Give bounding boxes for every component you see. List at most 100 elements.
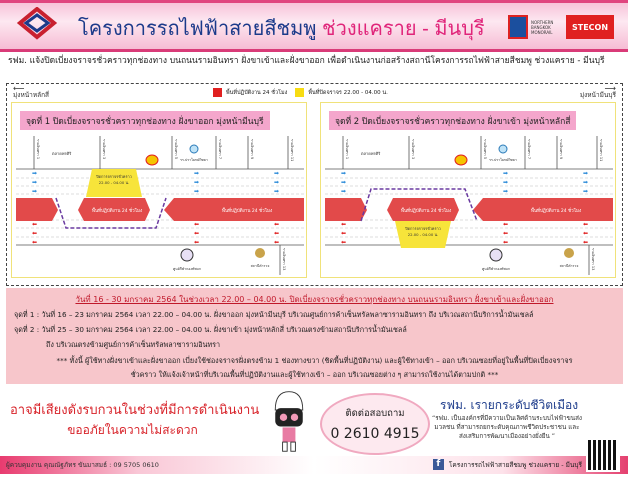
traffic-arrow-left-icon: ⬅ [341, 239, 346, 246]
work-zone [16, 198, 58, 221]
traffic-arrow-left-icon: ⬅ [503, 221, 508, 228]
point-2-cont: ถึง บริเวณตรงข้ามศูนย์การค้าเซ็นทรัลพลาซ… [46, 340, 221, 349]
qr-code[interactable] [586, 438, 620, 472]
closure-zone [395, 221, 451, 248]
traffic-arrow-left-icon: ⬅ [194, 230, 199, 237]
map-panel-1: รามอินทรา 1 รามอินทรา 3 รามอินทรา 5 รามอินท… [11, 102, 307, 278]
noise-warning: อาจมีเสียงดังรบกวนในช่วงที่มีการดำเนินงา… [10, 403, 260, 418]
traffic-arrow-left-icon: ⬅ [341, 221, 346, 228]
apology: ขออภัยในความไม่สะดวก [67, 423, 198, 437]
detour-path [360, 188, 478, 222]
traffic-arrow-left-icon: ⬅ [32, 239, 37, 246]
soi-label: รามอินทรา 1 [345, 139, 349, 159]
detour-path [55, 197, 167, 229]
landmark-market: ตลาดพรศิริ [52, 151, 72, 156]
note-line-1: *** ทั้งนี้ ผู้ใช้ทางฝั่งขาเข้าและฝั่งขา… [56, 356, 573, 365]
road-map-1: รามอินทรา 1 รามอินทรา 3 รามอินทรา 5 รามอินท… [16, 136, 304, 275]
traffic-arrow-right-icon: ➡ [583, 170, 588, 177]
soi-label: รามอินทรา 11 [290, 139, 294, 161]
traffic-arrow-left-icon: ⬅ [583, 239, 588, 246]
soi-label: รามอินทรา 9 [559, 139, 563, 159]
traffic-arrow-left-icon: ⬅ [503, 239, 508, 246]
school-icon [498, 144, 508, 154]
traffic-arrow-right-icon: ➡ [583, 188, 588, 195]
legend-work: พื้นที่ปฏิบัติงาน 24 ชั่วโมง [213, 88, 287, 97]
info-title: วันที่ 16 - 30 มกราคม 2564 ในช่วงเวลา 22… [75, 295, 554, 304]
traffic-arrow-right-icon: ➡ [341, 179, 346, 186]
traffic-arrow-right-icon: ➡ [503, 188, 508, 195]
soi-label: รามอินทรา 13 [282, 248, 286, 270]
panel-title: จุดที่ 2 ปิดเบี่ยงจราจรชั่วคราวทุกช่องทา… [329, 111, 577, 130]
landmark-center: ศูนย์กีฬากองทัพบก [482, 266, 510, 271]
traffic-arrow-right-icon: ➡ [194, 170, 199, 177]
soi-label: รามอินทรา 3 [411, 139, 415, 159]
traffic-arrow-right-icon: ➡ [583, 179, 588, 186]
station-icon [564, 248, 574, 258]
station-icon [255, 248, 265, 258]
traffic-arrow-right-icon: ➡ [503, 170, 508, 177]
traffic-arrow-right-icon: ➡ [194, 179, 199, 186]
traffic-arrow-left-icon: ⬅ [274, 230, 279, 237]
traffic-arrow-right-icon: ➡ [341, 170, 346, 177]
mascot-image [274, 391, 304, 452]
center-icon [180, 248, 194, 262]
traffic-arrow-left-icon: ⬅ [274, 221, 279, 228]
closure-label: ปิดการจราจรชั่วคราว [404, 226, 441, 231]
work-zone [387, 198, 459, 221]
landmark-school: รร.ปราโมทย์วิทยา [180, 157, 208, 162]
closure-time: 22.00 - 04.00 น. [408, 232, 439, 237]
legend: พื้นที่ปฏิบัติงาน 24 ชั่วโมง พื้นที่ปิดจ… [213, 88, 388, 97]
soi-label: รามอินทรา 3 [102, 139, 106, 159]
traffic-arrow-left-icon: ⬅ [32, 221, 37, 228]
soi-label: รามอินทรา 11 [599, 139, 603, 161]
work-zone-label: พื้นที่ปฏิบัติงาน 24 ชั่วโมง [222, 207, 272, 214]
traffic-arrow-right-icon: ➡ [32, 179, 37, 186]
page-title: โครงการรถไฟฟ้าสายสีชมพู ช่วงแคราย - มีนบ… [78, 18, 485, 40]
work-zone [164, 198, 304, 221]
landmark-school: รร.ปราโมทย์วิทยา [489, 157, 517, 162]
center-icon [489, 248, 503, 262]
note-line-2: ชั่วคราว ให้แจ้งเจ้าหน้าที่บริเวณพื้นที่… [130, 370, 499, 379]
mrta-logo [16, 7, 58, 40]
closure-time: 22.00 - 04.00 น. [99, 180, 130, 185]
traffic-arrow-right-icon: ➡ [32, 170, 37, 177]
footer-strip [0, 456, 628, 474]
slogan-title: รฟม. เรายกระดับชีวิตเมือง [440, 398, 579, 412]
landmark-market: ตลาดพรศิริ [361, 151, 381, 156]
soi-label: รามอินทรา 5 [174, 139, 178, 159]
landmark-station: สถานีตำรวจ [560, 263, 579, 268]
traffic-arrow-left-icon: ⬅ [274, 239, 279, 246]
traffic-arrow-left-icon: ⬅ [194, 221, 199, 228]
soi-label: รามอินทรา 7 [218, 139, 222, 159]
traffic-arrow-left-icon: ⬅ [32, 230, 37, 237]
slogan: “รฟม. เป็นองค์กรที่มีความเป็นเลิศด้านระบ… [432, 415, 583, 440]
closure-label: ปิดการจราจรชั่วคราว [95, 174, 132, 179]
contact-bubble: ติดต่อสอบถาม 0 2610 4915 [320, 393, 430, 455]
direction-right: ⟶มุ่งหน้ามีนบุรี [579, 84, 616, 99]
traffic-arrow-right-icon: ➡ [194, 188, 199, 195]
traffic-arrow-right-icon: ➡ [274, 188, 279, 195]
work-zone-label: พื้นที่ปฏิบัติงาน 24 ชั่วโมง [401, 207, 451, 214]
soi-label: รามอินทรา 1 [36, 139, 40, 159]
panel-title: จุดที่ 1 ปิดเบี่ยงจราจรชั่วคราวทุกช่องทา… [20, 111, 270, 130]
traffic-arrow-left-icon: ⬅ [583, 230, 588, 237]
traffic-arrow-left-icon: ⬅ [583, 221, 588, 228]
work-zone-label: พื้นที่ปฏิบัติงาน 24 ชั่วโมง [92, 207, 142, 214]
map-frame: ⟵มุ่งหน้าหลักสี่ ⟶มุ่งหน้ามีนบุรี พื้นที… [6, 83, 623, 286]
facebook-icon: f [432, 459, 444, 470]
closure-zone [86, 169, 142, 197]
traffic-arrow-left-icon: ⬅ [194, 239, 199, 246]
arrow-right-icon: ⟶ [604, 84, 616, 93]
shell-icon [145, 154, 159, 166]
legend-closure: พื้นที่ปิดจราจร 22.00 - 04.00 น. [295, 88, 388, 97]
traffic-arrow-right-icon: ➡ [274, 170, 279, 177]
subtitle: รฟม. แจ้งปิดเบี่ยงจราจรชั่วคราวทุกช่องทา… [8, 56, 605, 66]
landmark-center: ศูนย์กีฬากองทัพบก [173, 266, 201, 271]
contact-phone[interactable]: 0 2610 4915 [330, 426, 420, 442]
soi-label: รามอินทรา 7 [527, 139, 531, 159]
point-1: จุดที่ 1 : วันที่ 16 – 23 มกราคม 2564 เว… [14, 310, 534, 319]
work-zone [473, 198, 613, 221]
